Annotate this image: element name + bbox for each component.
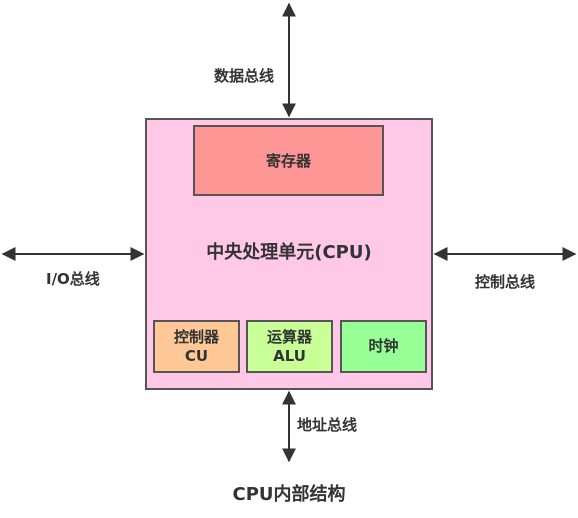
control-unit-name: 控制器 <box>173 327 219 346</box>
control-unit-abbr: CU <box>184 346 209 365</box>
register-box: 寄存器 <box>193 125 384 196</box>
alu-box: 运算器 ALU <box>246 320 333 373</box>
io-bus-label: I/O总线 <box>46 270 100 288</box>
alu-abbr: ALU <box>273 346 306 365</box>
alu-name: 运算器 <box>266 327 312 346</box>
diagram-caption: CPU内部结构 <box>232 484 346 505</box>
data-bus-label: 数据总线 <box>214 67 275 85</box>
clock-box: 时钟 <box>340 320 427 373</box>
clock-label: 时钟 <box>368 337 399 356</box>
cpu-title: 中央处理单元(CPU) <box>206 242 372 263</box>
control-unit-box: 控制器 CU <box>153 320 240 373</box>
register-label: 寄存器 <box>265 152 311 170</box>
address-bus-label: 地址总线 <box>297 416 358 434</box>
control-bus-label: 控制总线 <box>475 273 536 291</box>
